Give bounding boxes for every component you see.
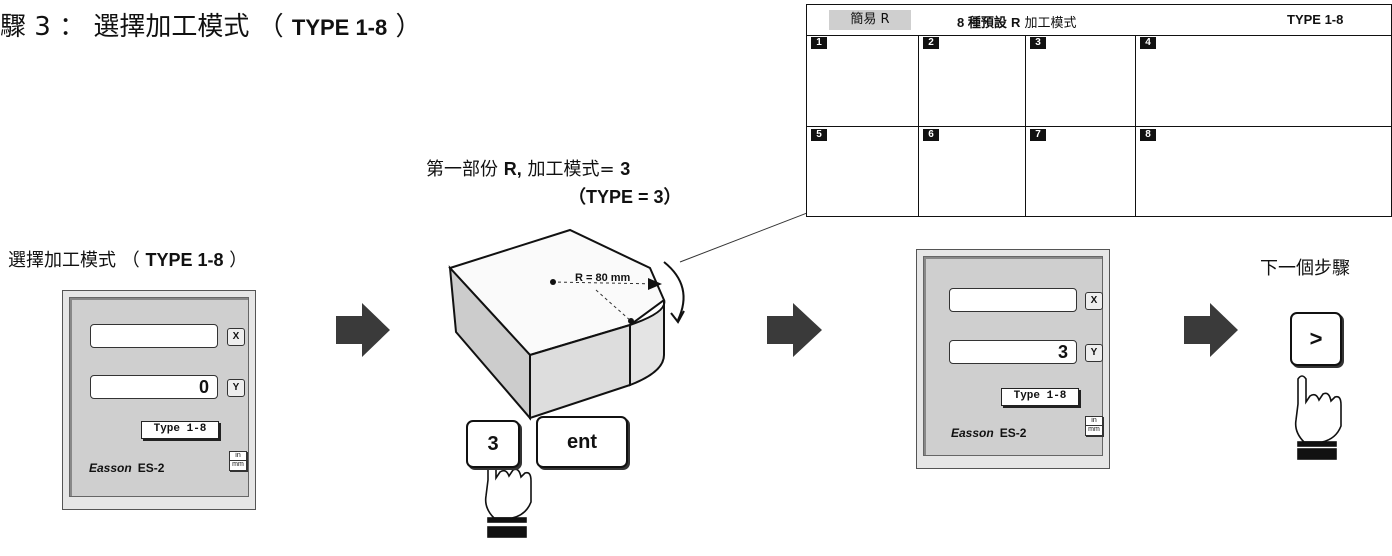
key-3-button[interactable]: 3 bbox=[466, 420, 520, 468]
mode-cell-6[interactable]: 6 bbox=[919, 127, 1026, 216]
hand-pointer-icon-right bbox=[1294, 375, 1342, 460]
x-axis-key[interactable]: X bbox=[227, 328, 245, 346]
step-caption-line2: （TYPE = 3） bbox=[568, 187, 682, 207]
type-button[interactable]: Type 1-8 bbox=[1001, 388, 1079, 406]
radius-label: R = 80 mm bbox=[575, 272, 631, 284]
mode-cell-1[interactable]: 1 bbox=[807, 35, 919, 127]
mode-table-header: 簡易 R 8 種預設 R 加工模式 TYPE 1-8 bbox=[807, 5, 1391, 36]
flow-arrow-3 bbox=[1184, 303, 1238, 357]
step-caption-line1: 第一部份 R, 加工模式= 3 bbox=[426, 159, 631, 180]
mode-cell-2[interactable]: 2 bbox=[919, 35, 1026, 127]
select-mode-label: 選擇加工模式 （ TYPE 1-8 ） bbox=[8, 250, 248, 271]
header-simple-r: 簡易 R bbox=[829, 10, 911, 30]
type-button[interactable]: Type 1-8 bbox=[141, 421, 219, 439]
mode-cell-5[interactable]: 5 bbox=[807, 127, 919, 216]
flow-arrow-1 bbox=[336, 303, 390, 357]
mode-cell-4[interactable]: 4 bbox=[1136, 35, 1391, 127]
y-display: 0 bbox=[90, 375, 218, 399]
y-axis-key[interactable]: Y bbox=[227, 379, 245, 397]
y-display: 3 bbox=[949, 340, 1077, 364]
flow-arrow-2 bbox=[767, 303, 822, 357]
mode-table: 簡易 R 8 種預設 R 加工模式 TYPE 1-8 1 2 3 4 5 6 7… bbox=[806, 4, 1392, 217]
workpiece-block bbox=[448, 228, 685, 421]
next-step-button[interactable]: > bbox=[1290, 312, 1342, 366]
header-type-range: TYPE 1-8 bbox=[1287, 12, 1344, 27]
next-step-label: 下一個步驟 bbox=[1260, 258, 1350, 279]
header-preset-modes: 8 種預設 R 加工模式 bbox=[957, 15, 1077, 31]
mode-cell-3[interactable]: 3 bbox=[1026, 35, 1136, 127]
x-display bbox=[90, 324, 218, 348]
page-title: 驟 3 ： 選擇加工模式 （ TYPE 1-8 ） bbox=[0, 12, 422, 42]
mode-cell-8[interactable]: 8 bbox=[1136, 127, 1391, 216]
y-axis-key[interactable]: Y bbox=[1085, 344, 1103, 362]
x-axis-key[interactable]: X bbox=[1085, 292, 1103, 310]
x-display bbox=[949, 288, 1077, 312]
mode-cell-7[interactable]: 7 bbox=[1026, 127, 1136, 216]
enter-button[interactable]: ent bbox=[536, 416, 628, 468]
